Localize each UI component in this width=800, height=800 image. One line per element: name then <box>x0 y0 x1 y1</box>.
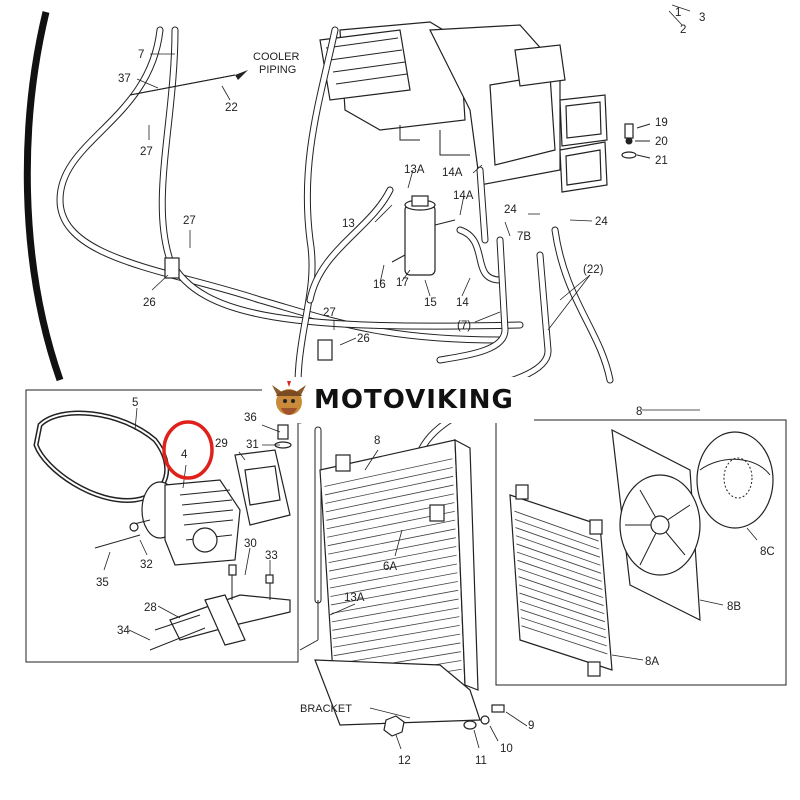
hardware-19-21 <box>621 123 651 159</box>
condenser-8a <box>509 484 613 677</box>
callout-7: 7 <box>138 49 144 61</box>
callout-32: 32 <box>140 559 153 571</box>
callout-27-b: 27 <box>183 215 196 227</box>
compressor <box>94 479 241 566</box>
callout-13a-bottom: 13A <box>344 592 365 604</box>
highlight-circle <box>162 420 214 480</box>
callout-8b: 8B <box>727 601 741 613</box>
callout-27-a: 27 <box>140 146 153 158</box>
callout-27-c: 27 <box>323 307 336 319</box>
callout-labels: 1 2 3 7 37 27 22 COOLER PIPING 27 26 27 … <box>96 7 775 767</box>
callout-35: 35 <box>96 577 109 589</box>
callout-14: 14 <box>456 297 469 309</box>
watermark-brand-text: MOTOVIKING <box>314 385 514 415</box>
callout-13a-top: 13A <box>404 164 425 176</box>
callout-9: 9 <box>528 720 534 732</box>
callout-36: 36 <box>244 412 257 424</box>
mounting-bracket-29 <box>234 424 292 526</box>
callout-31: 31 <box>246 439 259 451</box>
callout-28: 28 <box>144 602 157 614</box>
fan-shroud-8b <box>611 428 701 622</box>
callout-8-right: 8 <box>636 406 642 418</box>
callout-13: 13 <box>342 218 355 230</box>
callout-16: 16 <box>373 279 386 291</box>
callout-3: 3 <box>699 12 705 24</box>
callout-29: 29 <box>215 438 228 450</box>
page-edge-curve <box>23 11 64 382</box>
callout-22-paren: (22) <box>583 264 604 276</box>
callout-24-a: 24 <box>504 204 517 216</box>
callout-15: 15 <box>424 297 437 309</box>
callout-30: 30 <box>244 538 257 550</box>
callout-21: 21 <box>655 155 668 167</box>
callout-1: 1 <box>675 7 681 19</box>
compressor-inset-frame <box>25 389 299 663</box>
receiver-drier <box>391 195 456 276</box>
callout-8c: 8C <box>760 546 775 558</box>
callout-8-center: 8 <box>374 435 380 447</box>
drive-belt <box>33 410 170 503</box>
condenser-fan-inset-frame <box>495 419 787 686</box>
callout-37: 37 <box>118 73 131 85</box>
callout-19: 19 <box>655 117 668 129</box>
leader-lines <box>103 4 758 750</box>
callout-8a: 8A <box>645 656 659 668</box>
callout-4: 4 <box>181 449 188 461</box>
viking-logo-icon <box>272 381 306 415</box>
callout-10: 10 <box>500 743 513 755</box>
callout-2: 2 <box>680 24 686 36</box>
callout-22: 22 <box>225 102 238 114</box>
callout-33: 33 <box>265 550 278 562</box>
callout-11: 11 <box>475 755 487 767</box>
callout-5: 5 <box>132 397 138 409</box>
cooler-piping-note-line1: COOLER <box>253 51 300 63</box>
callout-26-a: 26 <box>143 297 156 309</box>
callout-12: 12 <box>398 755 411 767</box>
condenser <box>299 438 481 726</box>
watermark-banner: MOTOVIKING <box>262 377 534 423</box>
callout-14a-a: 14A <box>453 190 474 202</box>
callout-24-b: 24 <box>595 216 608 228</box>
callout-7b: 7B <box>517 231 531 243</box>
callout-6a: 6A <box>383 561 397 573</box>
cooler-piping-note-line2: PIPING <box>259 64 296 76</box>
bracket-hardware <box>383 704 505 737</box>
callout-7-paren: (7) <box>457 320 471 332</box>
fan-guard-8c <box>696 431 774 529</box>
callout-26-b: 26 <box>357 333 370 345</box>
callout-14a-b: 14A <box>442 167 463 179</box>
bracket-note: BRACKET <box>300 703 352 715</box>
heater-unit <box>319 21 608 193</box>
mounting-bracket-28 <box>149 564 291 651</box>
callout-34: 34 <box>117 625 130 637</box>
callout-20: 20 <box>655 136 668 148</box>
callout-17: 17 <box>396 277 409 289</box>
